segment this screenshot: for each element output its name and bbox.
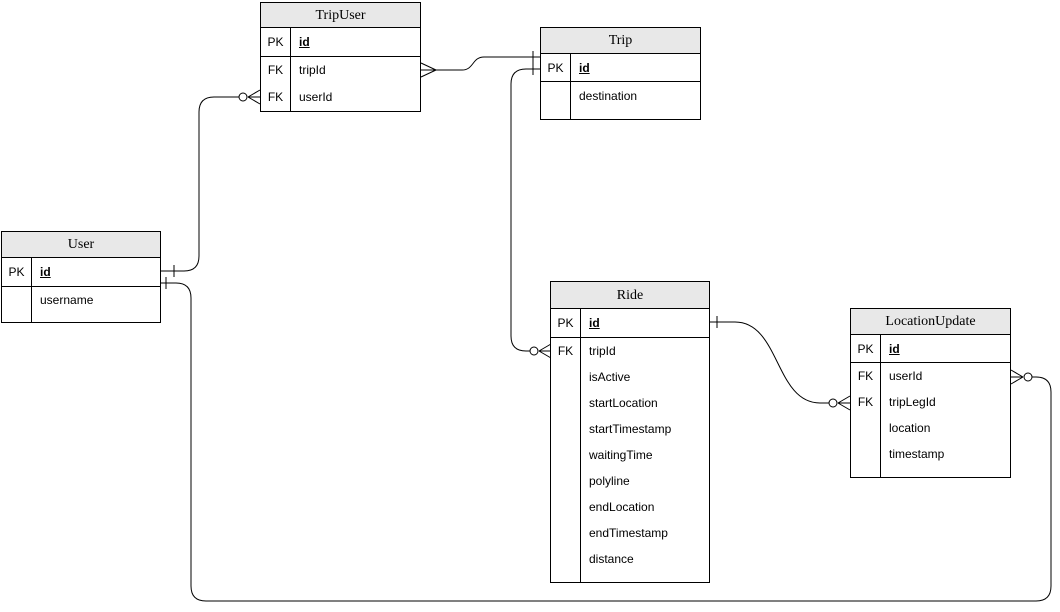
key-column: FK FK [261, 57, 291, 111]
crow-foot-many-icon [420, 62, 437, 78]
field-name: userId [889, 369, 923, 383]
entity-row-id[interactable]: PK id [541, 54, 700, 82]
field-name: timestamp [889, 447, 945, 461]
key-label: FK [267, 90, 284, 104]
field-column: tripId userId [291, 57, 420, 111]
key-label [551, 390, 580, 416]
field-name: polyline [589, 474, 630, 488]
relationship-tripuser-tripid-to-trip-id[interactable] [420, 51, 540, 78]
field-name: location [889, 421, 931, 435]
key-label [551, 364, 580, 390]
zero-circle-icon [529, 346, 539, 356]
field-name: id [589, 316, 600, 330]
field-column: tripId isActive startLocation startTimestam… [581, 338, 709, 582]
entity-row-id[interactable]: PK id [851, 335, 1010, 363]
key-label [551, 442, 580, 468]
field-name: tripLegId [889, 395, 936, 409]
field-name: username [40, 293, 94, 307]
key-label [2, 287, 31, 314]
key-label: FK [267, 63, 284, 77]
key-label: FK [857, 369, 874, 383]
field-name: id [579, 61, 590, 75]
key-label [551, 416, 580, 442]
key-label: PK [551, 309, 581, 337]
entity-row-id[interactable]: PK id [551, 309, 709, 338]
crow-foot-many-icon [247, 89, 261, 105]
entity-fields-section: FK tripId isActive startLocation startTimest… [551, 338, 709, 582]
key-label [551, 494, 580, 520]
field-name: startLocation [589, 396, 658, 410]
connector-line [436, 56, 540, 71]
field-name: id [299, 35, 310, 49]
entity-fields-section: destination [541, 82, 700, 119]
crow-foot-many-icon [837, 395, 851, 411]
key-label: PK [851, 335, 881, 362]
zero-circle-icon [1023, 372, 1033, 382]
relationship-user-id-to-tripuser-userid[interactable] [161, 89, 261, 277]
field-name: destination [579, 89, 638, 103]
entity-title[interactable]: Trip [541, 28, 700, 54]
key-label [851, 441, 880, 467]
field-column: username [32, 287, 160, 322]
entity-title[interactable]: TripUser [261, 3, 420, 28]
key-column: FK FK [851, 363, 881, 477]
zero-circle-icon [828, 398, 838, 408]
field-name: endTimestamp [589, 526, 668, 540]
key-label [551, 546, 580, 572]
field-column: userId tripLegId location timestamp [881, 363, 1010, 477]
key-label: PK [261, 28, 291, 56]
key-column [541, 82, 571, 119]
key-column [2, 287, 32, 322]
connector-line [710, 321, 829, 404]
entity-fields-section: FK FK tripId userId [261, 57, 420, 111]
key-label: PK [541, 54, 571, 81]
connector-line [510, 68, 540, 352]
connector-line [161, 282, 1052, 602]
field-name: waitingTime [589, 448, 653, 462]
key-label [541, 82, 570, 111]
field-name: distance [589, 552, 634, 566]
field-name: isActive [589, 370, 631, 384]
key-label [551, 520, 580, 546]
connector-line [161, 96, 239, 272]
field-column: destination [571, 82, 700, 119]
field-name: id [889, 342, 900, 356]
entity-title[interactable]: LocationUpdate [851, 309, 1010, 335]
relationship-ride-id-to-locationupdate-triplegid[interactable] [710, 316, 851, 411]
field-name: tripId [299, 63, 326, 77]
field-name: userId [299, 90, 333, 104]
key-label: FK [557, 344, 574, 358]
relationship-user-id-to-locationupdate-userid[interactable] [161, 277, 1052, 602]
field-name: endLocation [589, 500, 655, 514]
key-label: PK [2, 258, 32, 286]
key-label [851, 415, 880, 441]
entity-fields-section: FK FK userId tripLegId location timestamp [851, 363, 1010, 477]
entity-row-id[interactable]: PK id [2, 258, 160, 287]
relationship-trip-id-to-ride-tripid[interactable] [510, 63, 552, 359]
zero-circle-icon [238, 92, 248, 102]
entity-title[interactable]: User [2, 232, 160, 258]
entity-row-id[interactable]: PK id [261, 28, 420, 57]
field-name: id [40, 265, 51, 279]
entity-fields-section: username [2, 287, 160, 322]
crow-foot-many-icon [1010, 369, 1024, 385]
crow-foot-many-icon [538, 343, 552, 359]
field-name: startTimestamp [589, 422, 672, 436]
entity-title[interactable]: Ride [551, 282, 709, 309]
key-label [551, 468, 580, 494]
key-column: FK [551, 338, 581, 582]
field-name: tripId [589, 344, 616, 358]
key-label: FK [857, 395, 874, 409]
